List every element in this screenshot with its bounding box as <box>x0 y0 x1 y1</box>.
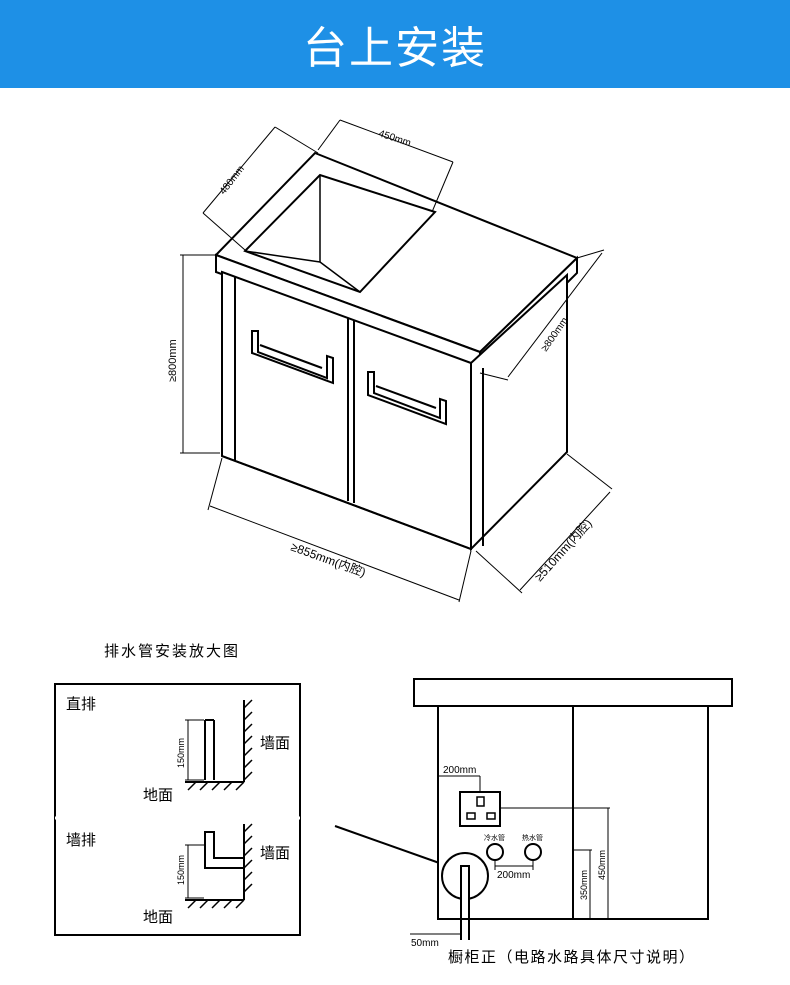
sink-opening <box>243 173 437 294</box>
direct-drain-title: 直排 <box>66 695 96 713</box>
dim-bottom-depth: ≥510mm(内腔) <box>531 516 595 584</box>
cold-water-pipe <box>486 843 504 861</box>
dim-bottom-width: ≥855mm(内腔) <box>289 539 368 580</box>
direct-drain-floor-label: 地面 <box>143 786 173 804</box>
wall-drain-detail: 墙排 <box>66 823 253 909</box>
dim-drain-offset: 50mm <box>411 938 439 949</box>
dim-top-depth: 480mm <box>218 164 247 197</box>
hot-water-label: 热水管 <box>522 833 543 842</box>
cold-water-label: 冷水管 <box>484 833 505 842</box>
direct-drain-wall-label: 墙面 <box>260 734 290 752</box>
title-banner: 台上安装 <box>0 0 790 88</box>
wall-drain-floor-label: 地面 <box>143 908 173 926</box>
dim-left-height: ≥800mm <box>167 339 179 382</box>
leader-line <box>334 825 446 866</box>
front-view-drawing <box>410 678 733 940</box>
direct-drain-detail: 直排 <box>66 695 253 791</box>
hot-water-pipe <box>524 843 542 861</box>
cabinet-side <box>470 272 568 552</box>
left-door-handle <box>251 330 334 385</box>
dim-pipe-spacing: 200mm <box>497 870 530 881</box>
cabinet-drawing <box>214 151 579 552</box>
drain-detail-frame <box>54 683 301 936</box>
page-title: 台上安装 <box>303 23 487 74</box>
dim-top-width: 450mm <box>377 128 412 149</box>
cabinet-dimensions <box>180 119 613 603</box>
front-view-caption: 橱柜正（电路水路具体尺寸说明） <box>448 948 696 966</box>
dim-450: 450mm <box>597 850 607 880</box>
wall-drain-wall-label: 墙面 <box>260 844 290 862</box>
dim-350: 350mm <box>579 870 589 900</box>
drain-heading: 排水管安装放大图 <box>104 642 240 660</box>
wall-drain-height: 150mm <box>176 855 186 885</box>
wall-drain-title: 墙排 <box>66 831 96 849</box>
direct-drain-height: 150mm <box>176 738 186 768</box>
dim-socket-width: 200mm <box>443 765 476 776</box>
right-door-handle <box>367 371 447 426</box>
